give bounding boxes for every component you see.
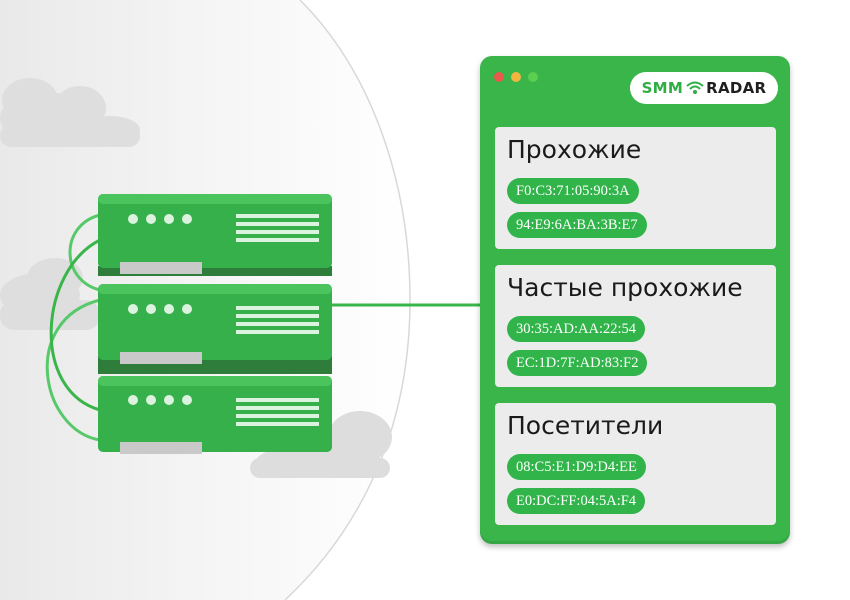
server-unit bbox=[98, 376, 332, 454]
wifi-icon bbox=[686, 81, 704, 94]
app-window: SMM RADAR Прохожие F0:C3:71:05:90:3A 94:… bbox=[480, 56, 790, 544]
server-rack-icon bbox=[98, 194, 332, 454]
section-title: Частые прохожие bbox=[507, 273, 743, 302]
mac-address-badge: 08:C5:E1:D9:D4:EE bbox=[507, 454, 646, 480]
minimize-window-button[interactable] bbox=[511, 72, 521, 82]
server-unit bbox=[98, 284, 332, 374]
server-unit bbox=[98, 194, 332, 276]
close-window-button[interactable] bbox=[494, 72, 504, 82]
section-title: Посетители bbox=[507, 411, 664, 440]
cloud-icon bbox=[0, 78, 140, 147]
mac-address-badge: E0:DC:FF:04:5A:F4 bbox=[507, 488, 646, 514]
mac-address-badge: 94:E9:6A:BA:3B:E7 bbox=[507, 212, 647, 238]
mac-list: 08:C5:E1:D9:D4:EE E0:DC:FF:04:5A:F4 bbox=[507, 454, 646, 522]
mac-address-badge: EC:1D:7F:AD:83:F2 bbox=[507, 350, 648, 376]
brand-logo: SMM RADAR bbox=[630, 72, 778, 104]
section-title: Прохожие bbox=[507, 135, 642, 164]
window-controls bbox=[494, 72, 538, 82]
brand-logo-right: RADAR bbox=[706, 79, 767, 97]
maximize-window-button[interactable] bbox=[528, 72, 538, 82]
section-visitors: Посетители 08:C5:E1:D9:D4:EE E0:DC:FF:04… bbox=[495, 403, 776, 525]
mac-address-badge: 30:35:AD:AA:22:54 bbox=[507, 316, 646, 342]
mac-address-badge: F0:C3:71:05:90:3A bbox=[507, 178, 639, 204]
section-passersby: Прохожие F0:C3:71:05:90:3A 94:E9:6A:BA:3… bbox=[495, 127, 776, 249]
brand-logo-left: SMM bbox=[641, 79, 684, 97]
mac-list: F0:C3:71:05:90:3A 94:E9:6A:BA:3B:E7 bbox=[507, 178, 647, 246]
mac-list: 30:35:AD:AA:22:54 EC:1D:7F:AD:83:F2 bbox=[507, 316, 648, 384]
section-frequent-passersby: Частые прохожие 30:35:AD:AA:22:54 EC:1D:… bbox=[495, 265, 776, 387]
